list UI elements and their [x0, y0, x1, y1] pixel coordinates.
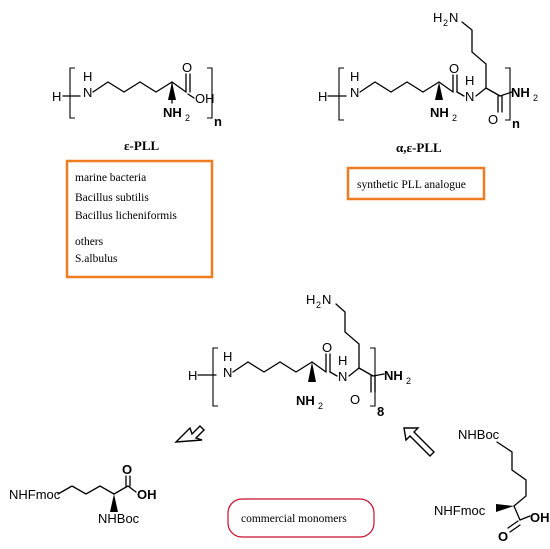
atom-n2: N [465, 89, 474, 104]
atom-nh2-end-sub: 2 [533, 93, 538, 103]
atom-n: N [83, 85, 92, 100]
repeat-index: 8 [377, 404, 384, 419]
arrow-left [174, 425, 205, 443]
atom-oh: OH [530, 510, 550, 525]
source-line-2: Bacillus subtilis [75, 192, 149, 204]
source-line-1: marine bacteria [75, 172, 146, 184]
source-line-4: others [75, 236, 104, 248]
wedge-bond [496, 504, 514, 512]
atom-nh2-end: NH [384, 368, 403, 383]
atom-nh2-alpha: NH [430, 105, 449, 120]
atom-o: O [449, 61, 459, 76]
alpha-epsilon-pll-structure: H H N O NH 2 N H H 2 N O NH 2 n α,ε-PLL [318, 10, 538, 155]
atom-side-sub: 2 [443, 18, 448, 28]
repeat-bracket-right [370, 347, 376, 407]
alpha-epsilon-pll-label: α,ε-PLL [396, 140, 442, 155]
natural-sources-border [65, 159, 214, 279]
atom-h-on-n1: H [223, 349, 232, 364]
natural-sources-box: marine bacteria Bacillus subtilis Bacill… [65, 159, 214, 279]
atom-h-on-n2: H [338, 353, 347, 368]
atom-side-h2: H [433, 10, 442, 25]
atom-n2: N [338, 369, 347, 384]
atom-side-h2: H [306, 292, 315, 307]
commercial-text: commercial monomers [241, 513, 347, 525]
epsilon-pll-label: ε-PLL [124, 138, 159, 153]
monomer-right-structure: NHBoc NHFmoc O OH [434, 427, 550, 544]
atom-h: H [318, 89, 327, 104]
atom-h-on-n2: H [465, 73, 474, 88]
commercial-box: commercial monomers [227, 498, 375, 538]
atom-o: O [122, 462, 132, 477]
arrow-right [403, 427, 435, 457]
atom-fmoc: NHFmoc [434, 503, 486, 518]
atom-nh2-sub: 2 [185, 113, 190, 123]
atom-fmoc: NHFmoc [9, 487, 61, 502]
monomer-left-structure: NHFmoc O OH NHBoc [9, 462, 157, 526]
atom-o: O [322, 340, 332, 355]
repeat-bracket-left [69, 67, 75, 119]
atom-oh: OH [137, 487, 157, 502]
atom-h: H [188, 368, 197, 383]
atom-side-n: N [449, 10, 458, 25]
atom-h-on-n1: H [350, 69, 359, 84]
target-structure: H H N O NH 2 N H H 2 N O NH 2 8 [188, 292, 411, 419]
source-line-3: Bacillus licheniformis [75, 210, 177, 222]
atom-o: O [498, 529, 508, 544]
synthetic-text: synthetic PLL analogue [357, 179, 466, 191]
repeat-index: n [214, 114, 222, 129]
synthetic-border [346, 166, 486, 201]
repeat-bracket-right [505, 67, 511, 121]
atom-nh2: NH [163, 105, 182, 120]
atom-boc: NHBoc [98, 511, 140, 526]
atom-n1: N [350, 85, 359, 100]
atom-nh2-end-sub: 2 [406, 376, 411, 386]
repeat-bracket-left [338, 67, 344, 121]
wedge-bond [308, 362, 316, 382]
wedge-bond [168, 82, 176, 100]
atom-side-n: N [322, 292, 331, 307]
commercial-border [227, 498, 375, 538]
atom-side-sub: 2 [316, 300, 321, 310]
epsilon-pll-structure: H H N O OH NH 2 n ε-PLL [52, 60, 222, 153]
atom-oh: OH [195, 91, 215, 106]
atom-h: H [52, 89, 61, 104]
atom-n1: N [223, 365, 232, 380]
atom-nh2-alpha-sub: 2 [452, 113, 457, 123]
atom-o2: O [350, 392, 360, 407]
atom-boc: NHBoc [458, 427, 500, 442]
synthetic-box: synthetic PLL analogue [346, 166, 486, 201]
source-line-5: S.albulus [75, 253, 118, 265]
atom-nh2-alpha: NH [296, 393, 315, 408]
repeat-bracket-right [207, 67, 213, 119]
wedge-bond [435, 82, 443, 100]
repeat-bracket-left [212, 347, 218, 407]
atom-nh2-end: NH [511, 85, 530, 100]
atom-nh2-alpha-sub: 2 [318, 401, 323, 411]
repeat-index: n [512, 116, 520, 131]
atom-o: O [182, 60, 192, 75]
atom-h-on-n: H [83, 69, 92, 84]
wedge-bond [110, 494, 118, 512]
atom-o2: O [488, 112, 498, 127]
